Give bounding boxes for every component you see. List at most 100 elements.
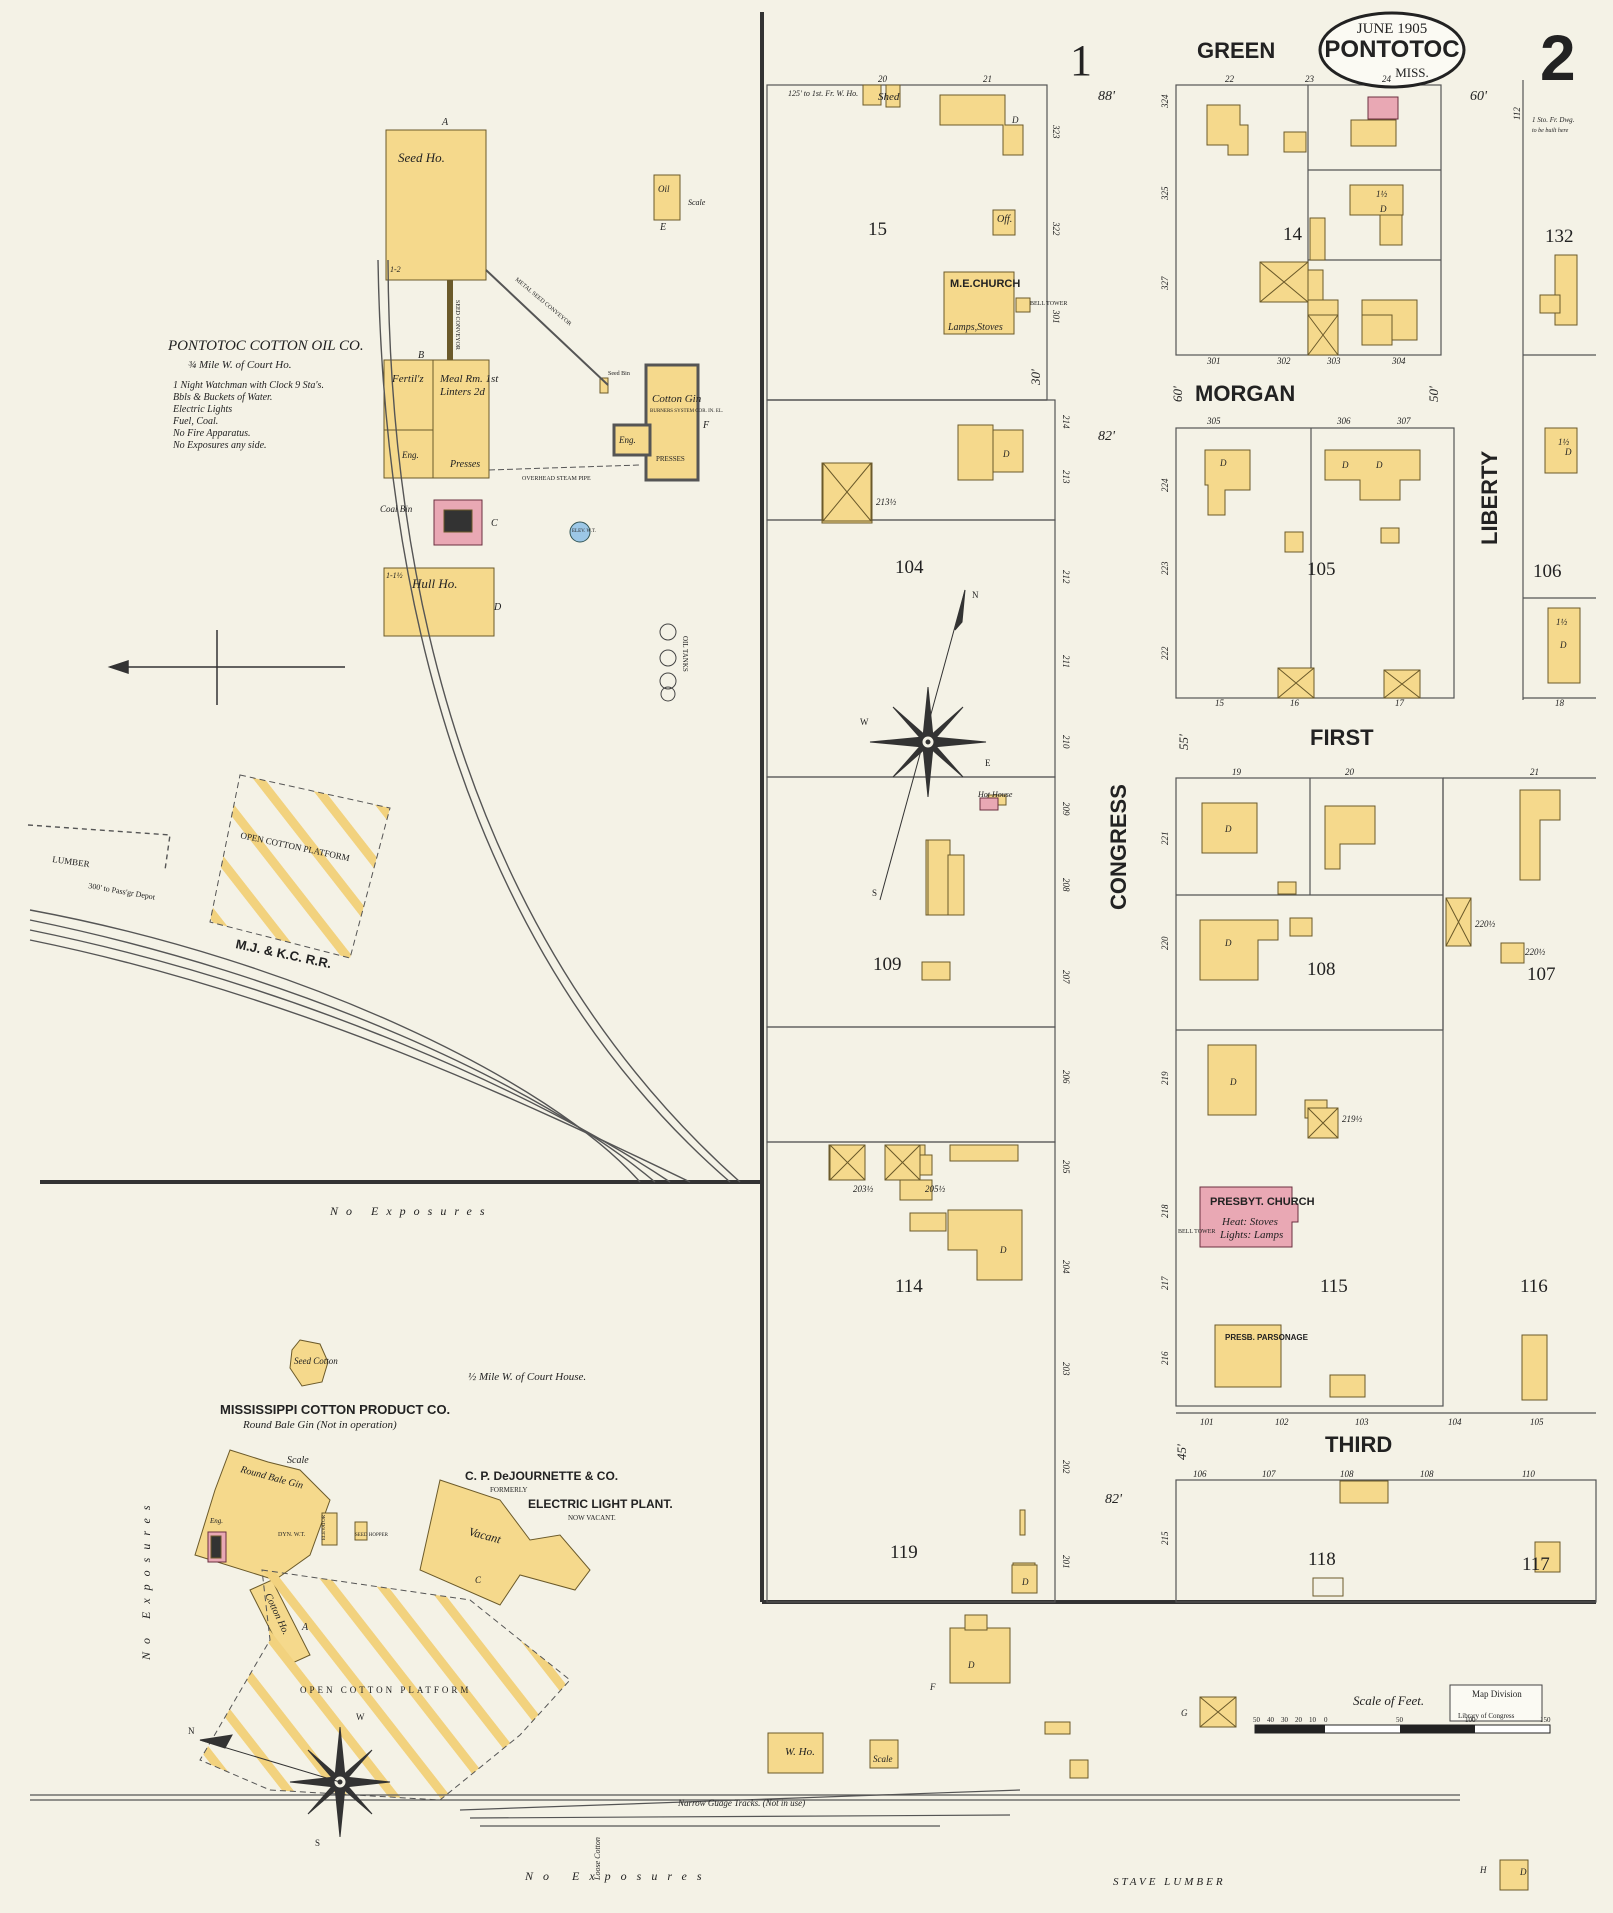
dwelling-mark: D [999, 1245, 1007, 1255]
fertilizer-label: Fertil'z [391, 373, 424, 385]
oil-tanks [659, 623, 677, 702]
compass-w: W [860, 717, 869, 727]
dejournette-name: C. P. DeJOURNETTE & CO. [465, 1469, 618, 1483]
stamp-line-1: Map Division [1472, 1689, 1522, 1699]
hn-209: 209 [1061, 802, 1071, 816]
building-letter: D [493, 602, 502, 613]
story-mark: 1½ [1558, 437, 1570, 447]
stamp-line-2: Library of Congress [1458, 1712, 1515, 1720]
width-88: 88' [1098, 89, 1116, 104]
building-letter: A [301, 1622, 309, 1633]
street-congress: CONGRESS [1106, 784, 1131, 910]
scale-tick: 40 [1267, 1716, 1275, 1724]
hn-211: 211 [1061, 655, 1071, 668]
hn-208: 208 [1061, 878, 1071, 892]
hn-21: 21 [983, 74, 992, 84]
elevator-label: ELEVATOR [322, 1514, 327, 1540]
hn-203: 203 [1061, 1362, 1071, 1376]
hn-101: 101 [1200, 1417, 1214, 1427]
coal-bin-label: Coal Bin [380, 504, 413, 514]
dwelling-mark: D [1519, 1867, 1527, 1877]
block-15: 15 [868, 219, 887, 240]
dwelling-mark: D [1559, 640, 1567, 650]
street-third: THIRD [1325, 1432, 1392, 1457]
hn-216: 216 [1160, 1351, 1170, 1365]
block-106: 106 [1533, 561, 1562, 582]
hn-210: 210 [1061, 735, 1071, 749]
hn-324: 324 [1160, 94, 1170, 109]
sheet-number: 2 [1540, 22, 1576, 94]
bell-tower-label-2: BELL TOWER [1178, 1229, 1215, 1235]
story-mark: 1-2 [390, 265, 401, 274]
cartouche-state: MISS. [1395, 65, 1429, 80]
hn-219: 219 [1160, 1071, 1170, 1085]
hn-214: 214 [1061, 415, 1071, 429]
seed-conveyor-label: METAL SEED CONVEYOR [514, 277, 572, 327]
building-letter: F [929, 1682, 936, 1692]
oil-co-distance: ¾ Mile W. of Court Ho. [188, 359, 292, 371]
hn-23: 23 [1305, 74, 1315, 84]
hn-219half: 219½ [1342, 1114, 1363, 1124]
seed-bin-label: Seed Bin [608, 371, 630, 377]
hn-105: 105 [1530, 1417, 1544, 1427]
width-30: 30' [1028, 369, 1043, 386]
story-mark: 1-1½ [386, 571, 403, 580]
dwelling-mark: D [1341, 460, 1349, 470]
dwelling-mark: D [1224, 824, 1232, 834]
width-45: 45' [1174, 1444, 1189, 1460]
building-letter: A [441, 117, 449, 128]
block-109: 109 [873, 954, 902, 975]
hn-303: 303 [1326, 356, 1341, 366]
oil-co-note: Fuel, Coal. [172, 416, 218, 427]
hn-108b: 108 [1420, 1469, 1434, 1479]
hn-220half-b: 220½ [1525, 947, 1546, 957]
hn-204: 204 [1061, 1260, 1071, 1274]
cotton-gin-label: Cotton Gin [652, 393, 702, 405]
linters-label: Linters 2d [439, 386, 485, 398]
hn-323: 323 [1051, 124, 1061, 139]
mcp-distance: ½ Mile W. of Court House. [468, 1371, 586, 1383]
presbyterian-church-lights: Lights: Lamps [1219, 1229, 1283, 1241]
hn-206: 206 [1061, 1070, 1071, 1084]
hn-18: 18 [1555, 698, 1565, 708]
future-dwelling-note-2: to be built here [1532, 128, 1569, 134]
frame-buildings [821, 84, 1581, 1597]
scale-tick: 10 [1309, 1716, 1317, 1724]
building-letter: E [659, 222, 666, 233]
width-50: 50' [1426, 386, 1441, 402]
oil-co-buildings [383, 129, 700, 637]
hn-305: 305 [1206, 416, 1221, 426]
compass-rose-upper [869, 589, 987, 901]
block-outlines [766, 80, 1597, 1603]
block-117: 117 [1522, 1554, 1550, 1575]
hn-218: 218 [1160, 1204, 1170, 1218]
block-132: 132 [1545, 226, 1574, 247]
hn-301v: 301 [1051, 309, 1061, 324]
title-cartouche [1318, 11, 1466, 89]
hn-301: 301 [1206, 356, 1221, 366]
mcp-engine-label: Eng. [209, 1517, 223, 1525]
compass-s-lower: S [315, 1838, 320, 1848]
adjoining-sheet-number: 1 [1070, 36, 1092, 85]
dwelling-mark: D [1021, 1577, 1029, 1587]
hn-205half: 205½ [925, 1184, 946, 1194]
block-119: 119 [890, 1542, 918, 1563]
seed-conveyor-label-2: SEED CONVEYOR [454, 300, 460, 350]
seed-house-label: Seed Ho. [398, 150, 445, 165]
compass-n-lower: N [188, 1726, 195, 1736]
block-108: 108 [1307, 959, 1336, 980]
seed-hopper-label: SEED HOPPER [355, 1533, 389, 1538]
scale-tick: 50 [1396, 1716, 1404, 1724]
hn-325: 325 [1160, 186, 1170, 201]
dwelling-mark: D [1219, 458, 1227, 468]
open-platform-label-2: OPEN COTTON PLATFORM [300, 1685, 471, 1695]
presses-label: Presses [449, 459, 480, 470]
crossed-outbuildings [822, 261, 1472, 1728]
building-letter: H [1479, 1865, 1487, 1875]
meal-room-label: Meal Rm. 1st [439, 373, 499, 385]
hn-16: 16 [1290, 698, 1300, 708]
block-14: 14 [1283, 224, 1303, 245]
hn-207: 207 [1061, 970, 1071, 984]
hn-220: 220 [1160, 936, 1170, 950]
dwelling-mark: D [1379, 204, 1387, 214]
